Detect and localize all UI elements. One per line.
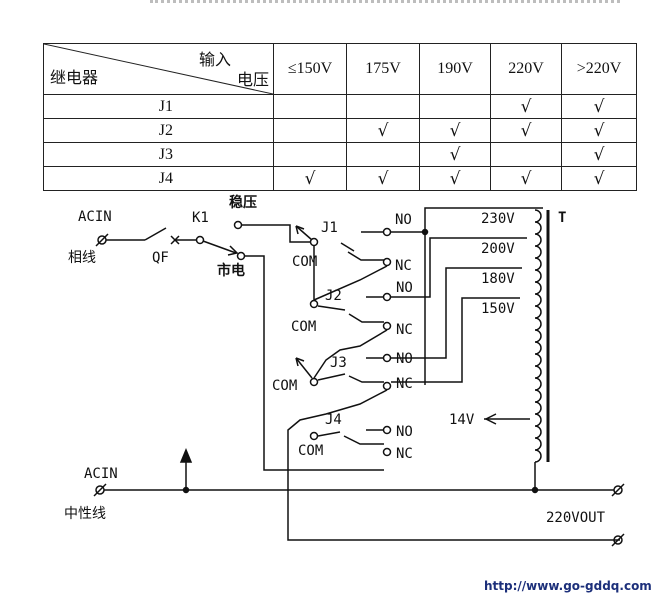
j4-nc-label: NC bbox=[396, 446, 413, 462]
footer-url: http://www.go-gddq.com bbox=[484, 579, 652, 593]
stabilized-label: 稳压 bbox=[229, 194, 257, 211]
j1-label: J1 bbox=[321, 220, 338, 236]
header-input-label: 输入 bbox=[198, 50, 231, 69]
check-cell: √ bbox=[561, 166, 637, 191]
arrow-icon bbox=[179, 448, 193, 463]
j1-nc-label: NC bbox=[395, 258, 412, 274]
check-mark: √ bbox=[520, 96, 532, 117]
check-mark: √ bbox=[593, 120, 605, 141]
header-voltage-label: 电压 bbox=[236, 70, 269, 89]
neutral-line-label: 中性线 bbox=[64, 506, 106, 522]
relay-name-cell: J3 bbox=[43, 142, 274, 167]
output-label: 220VOUT bbox=[546, 510, 606, 526]
j1-relay bbox=[295, 225, 392, 267]
j3-nc-label: NC bbox=[396, 376, 413, 392]
qf-breaker bbox=[144, 227, 180, 245]
check-mark: √ bbox=[520, 120, 532, 141]
tap-230v-label: 230V bbox=[481, 211, 515, 227]
check-mark: √ bbox=[377, 120, 389, 141]
tap-150v-label: 150V bbox=[481, 301, 515, 317]
wire bbox=[391, 237, 527, 298]
relay-voltage-table: 输入 电压 继电器 ≤150V 175V 190V 220V >220V J1 … bbox=[43, 43, 637, 191]
j2-relay bbox=[309, 292, 392, 331]
j3-label: J3 bbox=[330, 355, 347, 371]
check-mark: √ bbox=[593, 168, 605, 189]
relay-name-cell: J2 bbox=[43, 118, 274, 143]
column-header: 220V bbox=[490, 43, 562, 95]
check-mark: √ bbox=[593, 96, 605, 117]
wire bbox=[313, 329, 388, 379]
wire bbox=[241, 224, 310, 243]
k1-switch bbox=[195, 220, 246, 261]
corner-diagonal bbox=[44, 44, 273, 94]
check-cell: √ bbox=[561, 94, 637, 119]
j2-nc-label: NC bbox=[396, 322, 413, 338]
j4-label: J4 bbox=[325, 412, 342, 428]
j2-no-label: NO bbox=[396, 280, 413, 296]
check-cell bbox=[273, 118, 347, 143]
check-mark: √ bbox=[377, 168, 389, 189]
check-cell: √ bbox=[273, 166, 347, 191]
table-corner-cell: 输入 电压 继电器 bbox=[43, 43, 274, 95]
table-header-row: 输入 电压 继电器 ≤150V 175V 190V 220V >220V bbox=[43, 43, 637, 95]
wire bbox=[391, 267, 522, 359]
j2-com-label: COM bbox=[291, 319, 316, 335]
output-terminal-top bbox=[611, 483, 625, 497]
j1-no-label: NO bbox=[395, 212, 412, 228]
table-row: J4 √ √ √ √ √ bbox=[43, 166, 637, 191]
output-terminal-bottom bbox=[611, 533, 625, 547]
j1-com-label: COM bbox=[292, 254, 317, 270]
check-mark: √ bbox=[449, 144, 461, 165]
arrow-icon bbox=[484, 413, 497, 425]
wire bbox=[313, 265, 388, 301]
check-cell: √ bbox=[490, 166, 562, 191]
j3-relay bbox=[295, 353, 392, 391]
column-header: >220V bbox=[561, 43, 637, 95]
header-relay-label: 继电器 bbox=[50, 68, 99, 87]
j4-no-label: NO bbox=[396, 424, 413, 440]
check-mark: √ bbox=[304, 168, 316, 189]
acin-top-label: ACIN bbox=[78, 209, 112, 225]
tap-180v-label: 180V bbox=[481, 271, 515, 287]
check-mark: √ bbox=[449, 168, 461, 189]
j4-com-label: COM bbox=[298, 443, 323, 459]
junction-dot bbox=[531, 486, 539, 494]
check-mark: √ bbox=[520, 168, 532, 189]
phase-line-label: 相线 bbox=[68, 250, 96, 266]
k1-label: K1 bbox=[192, 210, 209, 226]
check-cell: √ bbox=[490, 118, 562, 143]
wire bbox=[391, 207, 543, 233]
cropped-text-fragment bbox=[150, 0, 620, 13]
check-mark: √ bbox=[449, 120, 461, 141]
j2-label: J2 bbox=[325, 288, 342, 304]
j3-no-label: NO bbox=[396, 351, 413, 367]
j4-relay bbox=[309, 425, 392, 457]
j3-com-label: COM bbox=[272, 378, 297, 394]
check-cell bbox=[490, 142, 562, 167]
acin-bottom-label: ACIN bbox=[84, 466, 118, 482]
tap-200v-label: 200V bbox=[481, 241, 515, 257]
wire bbox=[287, 389, 620, 541]
check-cell: √ bbox=[346, 118, 420, 143]
relay-name-cell: J4 bbox=[43, 166, 274, 191]
tap-14v-label: 14V bbox=[449, 412, 475, 428]
qf-label: QF bbox=[152, 250, 169, 266]
wire bbox=[244, 255, 384, 471]
check-cell: √ bbox=[346, 166, 420, 191]
transformer-coil bbox=[534, 209, 542, 463]
wire bbox=[391, 297, 520, 383]
table-row: J2 √ √ √ √ bbox=[43, 118, 637, 143]
table-row: J3 √ √ bbox=[43, 142, 637, 167]
check-mark: √ bbox=[593, 144, 605, 165]
table-row: J1 √ √ bbox=[43, 94, 637, 119]
relay-name-cell: J1 bbox=[43, 94, 274, 119]
transformer-label: T bbox=[558, 210, 566, 226]
mains-label: 市电 bbox=[217, 262, 245, 279]
column-header: 190V bbox=[419, 43, 491, 95]
check-cell: √ bbox=[561, 118, 637, 143]
